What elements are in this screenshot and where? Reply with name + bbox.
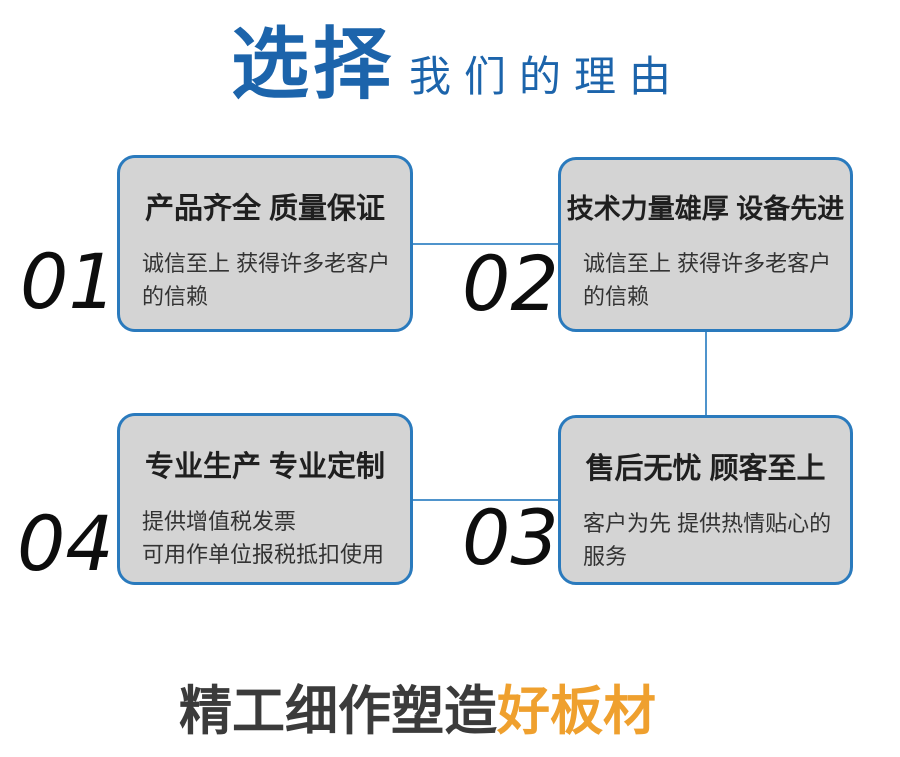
footer-tagline: 精工细作塑造好板材	[179, 682, 656, 743]
card-1-number: 01	[20, 237, 117, 326]
connector-line-card4-card3	[411, 499, 561, 501]
card-2-title: 技术力量雄厚 设备先进	[566, 194, 845, 224]
card-4-description: 提供增值税发票 可用作单位报税抵扣使用	[142, 509, 385, 568]
feature-card-2: 技术力量雄厚 设备先进 诚信至上 获得许多老客户 的信赖	[558, 157, 853, 332]
feature-card-3: 售后无忧 顾客至上 客户为先 提供热情贴心的 服务	[558, 415, 853, 585]
page-title: 选择 我们的理由	[231, 20, 685, 108]
card-2-description: 诚信至上 获得许多老客户 的信赖	[583, 250, 832, 309]
card-4-title: 专业生产 专业定制	[144, 451, 386, 483]
card-3-title: 售后无忧 顾客至上	[585, 453, 826, 485]
card-2-number: 02	[462, 239, 559, 328]
card-3-description: 客户为先 提供热情贴心的 服务	[583, 511, 832, 570]
card-3-number: 03	[462, 493, 559, 582]
connector-line-card1-card2	[411, 243, 561, 245]
feature-card-1: 产品齐全 质量保证 诚信至上 获得许多老客户 的信赖	[117, 155, 413, 332]
card-1-description: 诚信至上 获得许多老客户 的信赖	[142, 251, 391, 310]
feature-card-4: 专业生产 专业定制 提供增值税发票 可用作单位报税抵扣使用	[117, 413, 413, 585]
page-title-rest: 我们的理由	[409, 53, 685, 100]
footer-tagline-accent: 好板材	[497, 682, 656, 741]
connector-line-card2-card3	[705, 331, 707, 416]
footer-tagline-dark: 精工细作塑造	[179, 682, 497, 741]
card-1-title: 产品齐全 质量保证	[144, 193, 386, 225]
card-4-number: 04	[17, 499, 114, 588]
page-title-accent: 选择	[231, 20, 396, 108]
